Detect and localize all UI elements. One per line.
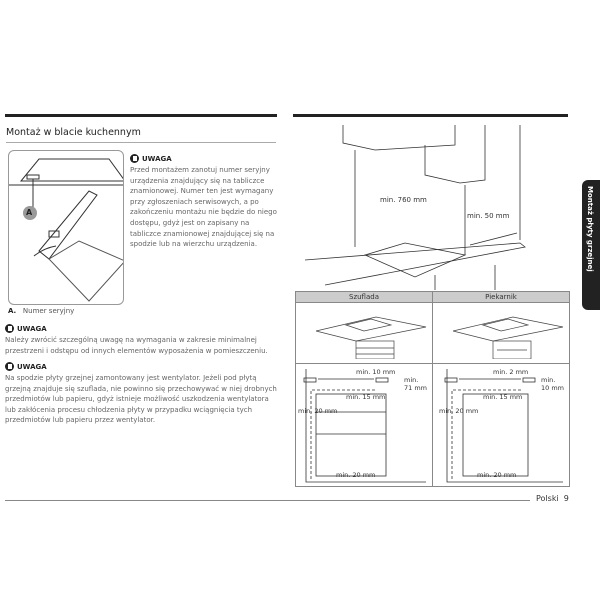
oven-inner-gap: min. 15 mm xyxy=(483,393,523,401)
note-heading: UWAGA xyxy=(17,362,47,371)
note-heading: UWAGA xyxy=(142,154,172,163)
note-icon xyxy=(5,324,14,333)
caption-letter: A. xyxy=(8,307,17,315)
footer-rule xyxy=(5,500,530,501)
top-rule-right xyxy=(293,114,568,117)
note-icon xyxy=(130,154,139,163)
drawer-inner-gap: min. 15 mm xyxy=(346,393,386,401)
page-footer: Polski 9 xyxy=(536,494,569,503)
drawer-top-gap: min. 10 mm xyxy=(356,368,396,376)
note-text: Należy zwrócić szczególną uwagę na wymag… xyxy=(5,336,268,355)
note-heading: UWAGA xyxy=(17,324,47,333)
label-line: min. xyxy=(541,376,556,384)
note-2: UWAGA Należy zwrócić szczególną uwagę na… xyxy=(5,324,277,356)
top-rule-left xyxy=(5,114,277,117)
oven-illustration xyxy=(432,302,570,364)
note-text: Na spodzie płyty grzejnej zamontowany je… xyxy=(5,374,277,425)
drawer-clearance-diagram: min. 10 mm min.71 mm min. 15 mm min. 20 … xyxy=(295,363,433,487)
label-line: 10 mm xyxy=(541,384,565,392)
oven-top-gap: min. 2 mm xyxy=(493,368,529,376)
page-number: 9 xyxy=(563,494,569,503)
header-drawer: Szuflada xyxy=(295,291,433,303)
oven-bottom-gap: min. 20 mm xyxy=(477,471,517,479)
label-line: 71 mm xyxy=(404,384,428,392)
header-oven: Piekarnik xyxy=(432,291,570,303)
drawer-bottom-gap: min. 20 mm xyxy=(336,471,376,479)
side-section-tab: Montaż płyty grzejnej xyxy=(582,180,600,310)
serial-number-illustration: A xyxy=(8,150,124,305)
note-text: Przed montażem zanotuj numer seryjny urz… xyxy=(130,166,277,249)
title-underline xyxy=(6,142,276,143)
oven-clearance-diagram: min. 2 mm min.10 mm min. 15 mm min. 20 m… xyxy=(432,363,570,487)
figure-label: A xyxy=(26,208,33,217)
caption-text: Numer seryjny xyxy=(22,307,75,315)
drawer-left-gap: min. 20 mm xyxy=(298,407,338,415)
section-title: Montaż w blacie kuchennym xyxy=(6,127,141,138)
footer-language: Polski xyxy=(536,494,559,503)
oven-right-gap: min.10 mm xyxy=(541,376,564,392)
note-3: UWAGA Na spodzie płyty grzejnej zamontow… xyxy=(5,362,277,426)
drawer-illustration xyxy=(295,302,433,364)
oven-left-gap: min. 20 mm xyxy=(439,407,479,415)
side-clearance-label: min. 50 mm xyxy=(467,212,510,220)
label-line: min. xyxy=(404,376,419,384)
note-icon xyxy=(5,362,14,371)
drawer-right-gap: min.71 mm xyxy=(404,376,427,392)
side-tab-label: Montaż płyty grzejnej xyxy=(586,186,594,272)
height-label: min. 760 mm xyxy=(380,196,427,204)
clearance-diagram: min. 760 mm min. 50 mm xyxy=(295,125,570,290)
note-1: UWAGA Przed montażem zanotuj numer seryj… xyxy=(130,154,280,250)
figure-caption: A. Numer seryjny xyxy=(8,306,74,317)
